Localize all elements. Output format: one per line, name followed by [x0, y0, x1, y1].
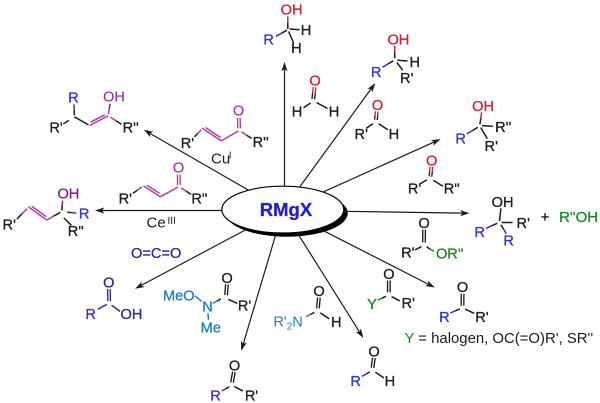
- svg-text:R: R: [210, 389, 221, 403]
- svg-text:Cu: Cu: [211, 151, 230, 168]
- svg-text:MeO: MeO: [163, 289, 195, 305]
- svg-text:O: O: [368, 344, 379, 360]
- svg-text:III: III: [168, 216, 176, 227]
- svg-text:OH: OH: [121, 307, 143, 323]
- svg-text:H: H: [329, 104, 340, 120]
- svg-text:OH: OH: [472, 99, 494, 115]
- svg-text:Ce: Ce: [147, 215, 166, 232]
- svg-text:R'2N: R'2N: [273, 315, 302, 333]
- svg-text:OH: OH: [492, 195, 514, 211]
- svg-text:+: +: [541, 210, 550, 226]
- svg-text:R''OH: R''OH: [559, 209, 598, 226]
- svg-text:R'': R'': [191, 191, 207, 207]
- svg-text:H: H: [410, 55, 421, 71]
- svg-text:R'': R'': [253, 135, 269, 151]
- svg-text:R': R': [408, 182, 422, 198]
- svg-text:O: O: [383, 267, 394, 283]
- svg-text:R: R: [371, 65, 382, 81]
- svg-text:R: R: [68, 91, 79, 107]
- svg-text:R': R': [400, 71, 414, 87]
- svg-text:R'': R'': [495, 120, 511, 136]
- svg-text:R': R': [517, 216, 531, 232]
- svg-text:O: O: [313, 284, 324, 300]
- svg-text:R': R': [181, 136, 195, 152]
- svg-text:O: O: [103, 275, 114, 291]
- svg-text:R': R': [402, 296, 416, 312]
- svg-text:R': R': [485, 139, 499, 155]
- svg-text:O: O: [229, 358, 240, 374]
- svg-text:O: O: [309, 74, 320, 90]
- svg-text:OH: OH: [281, 3, 303, 19]
- svg-text:R': R': [49, 121, 63, 137]
- svg-text:R': R': [3, 218, 17, 234]
- svg-text:O: O: [418, 216, 429, 232]
- svg-text:R': R': [119, 191, 133, 207]
- svg-text:H: H: [385, 374, 396, 390]
- svg-text:I: I: [229, 151, 232, 162]
- svg-text:N: N: [202, 300, 213, 316]
- svg-text:O: O: [173, 160, 184, 176]
- svg-text:H: H: [292, 104, 303, 120]
- svg-text:OH: OH: [387, 33, 409, 49]
- svg-text:R': R': [245, 389, 259, 403]
- svg-text:R': R': [475, 310, 489, 326]
- svg-text:R': R': [355, 127, 369, 143]
- svg-text:R': R': [401, 246, 415, 262]
- svg-text:R: R: [263, 32, 274, 48]
- svg-text:R'': R'': [68, 224, 84, 240]
- svg-text:O: O: [221, 271, 232, 287]
- svg-text:RMgX: RMgX: [260, 199, 313, 220]
- svg-text:O=C=O: O=C=O: [131, 246, 181, 262]
- svg-text:OH: OH: [103, 90, 125, 106]
- svg-text:O: O: [457, 280, 468, 296]
- svg-text:R: R: [474, 225, 485, 241]
- svg-text:H: H: [301, 23, 312, 39]
- svg-text:R': R': [238, 298, 252, 314]
- svg-text:R: R: [85, 307, 96, 323]
- svg-text:Me: Me: [201, 320, 221, 336]
- svg-text:O: O: [233, 104, 244, 120]
- svg-text:O: O: [426, 153, 437, 169]
- svg-text:R'': R'': [123, 121, 139, 137]
- svg-text:OR'': OR'': [436, 247, 464, 263]
- svg-text:Y: Y: [367, 297, 377, 313]
- svg-text:R: R: [350, 374, 361, 390]
- svg-text:H: H: [389, 127, 400, 143]
- svg-text:R'': R'': [444, 182, 460, 198]
- svg-text:O: O: [372, 98, 383, 114]
- svg-text:R: R: [503, 234, 514, 250]
- svg-text:H: H: [331, 315, 342, 331]
- svg-text:H: H: [291, 41, 302, 57]
- svg-text:R: R: [455, 132, 466, 148]
- svg-text:OH: OH: [57, 187, 79, 203]
- svg-text:R: R: [79, 207, 90, 223]
- svg-text:R: R: [439, 310, 450, 326]
- svg-text:Y = halogen, OC(=O)R', SR'': Y = halogen, OC(=O)R', SR'': [405, 331, 594, 347]
